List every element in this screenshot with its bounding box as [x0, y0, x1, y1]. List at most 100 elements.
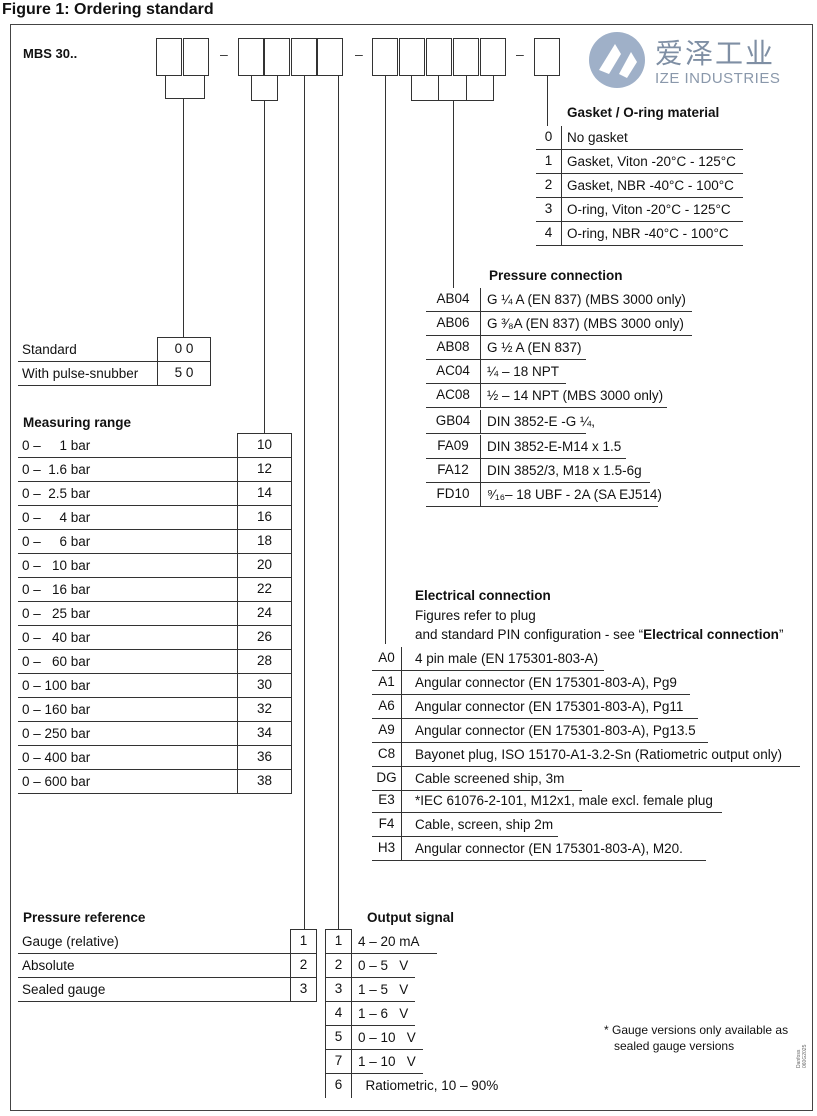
footnote-line: sealed gauge versions — [614, 1039, 735, 1053]
table-row: 7 1 – 10 V — [325, 1050, 423, 1074]
range-label: 0 – 16 bar — [22, 582, 91, 597]
connection-code: AB04 — [426, 288, 481, 312]
electrical-note-close: ” — [778, 627, 784, 642]
range-code: 34 — [237, 722, 292, 746]
table-row: FA09 DIN 3852-E-M14 x 1.5 — [426, 435, 626, 459]
table-row: AB06 G ³⁄₈A (EN 837) (MBS 3000 only) — [426, 312, 692, 336]
gasket-desc: Gasket, NBR -40°C - 100°C — [567, 178, 734, 193]
range-label: 0 – 1.6 bar — [22, 462, 91, 477]
range-label: 0 – 25 bar — [22, 606, 91, 621]
code-box — [238, 38, 264, 76]
code-box — [534, 38, 560, 76]
electrical-note-2: and standard PIN configuration - see “El… — [415, 626, 783, 644]
table-row: FA12 DIN 3852/3, M18 x 1.5-6g — [426, 459, 650, 483]
table-row: 1 4 – 20 mA — [325, 930, 437, 954]
electrical-desc: Angular connector (EN 175301-803-A), Pg1… — [415, 699, 684, 714]
code-box — [480, 38, 506, 76]
gasket-desc: Gasket, Viton -20°C - 125°C — [567, 154, 736, 169]
connection-desc: G ¼ A (EN 837) (MBS 3000 only) — [487, 292, 686, 307]
table-row: FD10 ⁹⁄₁₆– 18 UBF - 2A (SA EJ514) — [426, 483, 662, 507]
output-desc: 1 – 10 V — [358, 1054, 416, 1069]
snubber-code: 5 0 — [157, 362, 211, 386]
output-code: 2 — [325, 954, 352, 978]
range-label: 0 – 400 bar — [22, 750, 91, 765]
code-dash: – — [220, 46, 228, 62]
range-label: 0 – 600 bar — [22, 774, 91, 789]
output-desc: 1 – 6 V — [358, 1006, 409, 1021]
reference-code: 1 — [290, 930, 317, 954]
output-code: 5 — [325, 1026, 352, 1050]
range-code: 32 — [237, 698, 292, 722]
electrical-code: H3 — [372, 837, 402, 861]
output-desc: Ratiometric, 10 – 90% — [358, 1078, 499, 1093]
range-code: 14 — [237, 482, 292, 506]
connection-desc: G ³⁄₈A (EN 837) (MBS 3000 only) — [487, 316, 684, 331]
range-code: 22 — [237, 578, 292, 602]
table-row: 0 No gasket — [536, 126, 743, 150]
reference-label: Absolute — [22, 958, 75, 973]
electrical-code: A6 — [372, 695, 402, 719]
range-code: 20 — [237, 554, 292, 578]
table-row: 3 O-ring, Viton -20°C - 125°C — [536, 198, 743, 222]
connection-desc: ¼ – 18 NPT — [487, 364, 560, 379]
connection-desc: ½ – 14 NPT (MBS 3000 only) — [487, 388, 664, 403]
electrical-desc: Angular connector (EN 175301-803-A), Pg1… — [415, 723, 696, 738]
gasket-code: 4 — [536, 222, 562, 246]
gasket-code: 1 — [536, 150, 562, 174]
footnote-line: * Gauge versions only available as — [604, 1023, 789, 1037]
output-code: 1 — [325, 930, 352, 954]
snubber-label: Standard — [22, 342, 77, 357]
connection-code: FA09 — [426, 435, 481, 459]
gasket-code: 3 — [536, 198, 562, 222]
table-row: A6 Angular connector (EN 175301-803-A), P… — [372, 695, 698, 719]
gasket-title: Gasket / O-ring material — [567, 105, 720, 120]
table-row: Absolute 2 — [18, 954, 317, 978]
table-row: A9 Angular connector (EN 175301-803-A), P… — [372, 719, 708, 743]
electrical-connection-title: Electrical connection — [415, 588, 551, 603]
output-code: 7 — [325, 1050, 352, 1074]
table-row: AB04 G ¼ A (EN 837) (MBS 3000 only) — [426, 288, 692, 312]
table-row: E3*IEC 61076-2-101, M12x1, male excl. fe… — [372, 789, 722, 813]
table-row: Gauge (relative)1 — [18, 930, 317, 954]
output-desc: 1 – 5 V — [358, 982, 409, 997]
electrical-code: A9 — [372, 719, 402, 743]
connection-code: FD10 — [426, 483, 481, 507]
output-code: 4 — [325, 1002, 352, 1026]
gasket-desc: O-ring, NBR -40°C - 100°C — [567, 226, 729, 241]
table-row: 2 Gasket, NBR -40°C - 100°C — [536, 174, 743, 198]
table-row: 4 1 – 6 V — [325, 1002, 415, 1026]
range-code: 26 — [237, 626, 292, 650]
connection-code: FA12 — [426, 459, 481, 483]
document-code: Danfoss 060G2025 — [796, 1044, 808, 1068]
gasket-code: 2 — [536, 174, 562, 198]
reference-code: 3 — [290, 978, 317, 1002]
company-logo: 爱泽工业 IZE INDUSTRIES — [585, 30, 795, 90]
range-label: 0 – 250 bar — [22, 726, 91, 741]
output-signal-title: Output signal — [367, 910, 454, 925]
table-row: With pulse-snubber 5 0 — [18, 362, 211, 386]
range-code: 18 — [237, 530, 292, 554]
code-box — [183, 38, 209, 76]
connection-code: AB06 — [426, 312, 481, 336]
connection-desc: DIN 3852-E-M14 x 1.5 — [487, 439, 622, 454]
electrical-desc: Angular connector (EN 175301-803-A), Pg9 — [415, 675, 677, 690]
reference-code: 2 — [290, 954, 317, 978]
output-desc: 0 – 5 V — [358, 958, 409, 973]
electrical-desc: *IEC 61076-2-101, M12x1, male excl. fema… — [415, 793, 713, 808]
output-code: 3 — [325, 978, 352, 1002]
output-desc: 4 – 20 mA — [358, 934, 420, 949]
gasket-code: 0 — [536, 126, 562, 150]
electrical-code: DG — [372, 767, 402, 791]
figure-frame — [10, 24, 813, 1111]
range-label: 0 – 60 bar — [22, 654, 91, 669]
range-label: 0 – 40 bar — [22, 630, 91, 645]
code-box — [372, 38, 398, 76]
